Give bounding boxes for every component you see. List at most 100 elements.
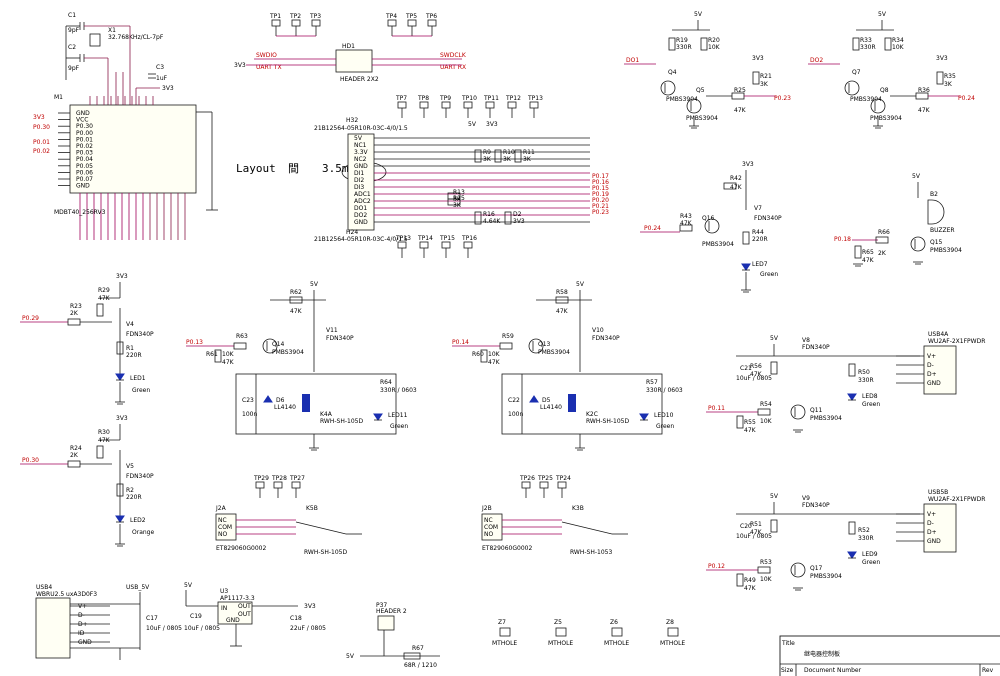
do-rtop-a-ref-1: R33 xyxy=(860,37,872,44)
led7-r1 xyxy=(723,182,737,190)
reg-cin-ref: C19 xyxy=(190,613,202,620)
relay-cap-ref-1: C22 xyxy=(508,397,520,404)
ledb-rp-ref-1: R30 xyxy=(98,429,110,436)
conn-res-1 xyxy=(494,149,502,163)
relay-tp-1-1-pad xyxy=(539,481,549,489)
do-q-part-1: PMBS3904 xyxy=(850,96,882,103)
tp-tp2-label: TP2 xyxy=(289,13,301,20)
conn-pin-2: 3.3V xyxy=(354,149,369,156)
relay-k2-part-0: RWH-SH-105D xyxy=(304,549,347,556)
buzzer-r2-val: 47K xyxy=(862,257,875,264)
conn-tp-bot-1-label: TP14 xyxy=(417,235,433,242)
usbo-rd-1 xyxy=(736,573,744,587)
title-block: Title 继电器控制板 Size Document Number Rev xyxy=(779,635,1000,676)
relay-tp-1-0-pad xyxy=(521,481,531,489)
conn-pin-12: GND xyxy=(354,219,368,226)
mcu-part: MDBT40_256RV3 xyxy=(54,209,106,216)
usbo-rd-ref-0: R55 xyxy=(744,419,756,426)
conn-pin-10: DO1 xyxy=(354,205,367,212)
do-rser-ref-0: R25 xyxy=(734,87,746,94)
mcu-pin-11: GND xyxy=(76,183,90,190)
header1-net-swdio: SWDIO xyxy=(256,52,277,59)
size-label: Size xyxy=(781,667,794,674)
usbo-rd-ref-1: R49 xyxy=(744,577,756,584)
usbo-fet-ref-0: V8 xyxy=(802,337,810,344)
relay-tp-1-2-pad xyxy=(557,481,567,489)
usbo-q-ref-1: Q17 xyxy=(810,565,823,572)
conn-tp-bot-3-label: TP16 xyxy=(461,235,477,242)
relay-led-ref-1: LED10 xyxy=(654,412,674,419)
usbo-q-0 xyxy=(790,404,806,420)
usbo-rd-0 xyxy=(736,415,744,429)
header2-section: P37 HEADER 2 5V R67 68R / 1210 xyxy=(346,602,440,669)
docnum-label: Document Number xyxy=(804,667,862,674)
led7-fet-part: FDN340P xyxy=(754,215,782,222)
mcu-pin-1: VCC xyxy=(76,117,88,124)
relay-tp-0-0-label: TP29 xyxy=(253,475,269,482)
usbo-rd-val-1: 47K xyxy=(744,585,757,592)
usbo-rb-val-0: 10K xyxy=(760,418,773,425)
usbo-cap-val-0: 10uF / 0805 xyxy=(736,375,772,382)
do-net-1: DO2 xyxy=(810,57,823,64)
relay-k-part-1: RWH-SH-105D xyxy=(586,418,629,425)
conn-res-6 xyxy=(504,211,512,225)
conn-res-4 xyxy=(447,198,461,206)
relay-j-pin-1-1: COM xyxy=(484,524,498,531)
conn-res-val-0: 3K xyxy=(483,156,492,163)
do-rtop-a-val-0: 330R xyxy=(676,44,692,51)
led-blocks: 3V3R2947KP0.29R232KV4FDN340PR1220RLED1Gr… xyxy=(20,273,154,547)
mount-body-2 xyxy=(611,627,623,637)
layout-note-value: 3.5m xyxy=(322,162,349,175)
header1-ref: HD1 xyxy=(342,43,355,50)
led7-r2-ref: R43 xyxy=(680,213,692,220)
relay-tp-0-1-label: TP28 xyxy=(271,475,287,482)
tp-tp1-label: TP1 xyxy=(269,13,281,20)
header1-net-uartrx: UART RX xyxy=(440,64,466,71)
usbo-rled-0 xyxy=(848,363,856,377)
relay-net-0: P0.13 xyxy=(186,339,203,346)
conn-tp-top-6-label: TP13 xyxy=(527,95,543,102)
do-out-0: P0.23 xyxy=(774,95,791,102)
mcu-net-p001: P0.01 xyxy=(33,139,50,146)
cap-c3-ref: C3 xyxy=(156,64,164,71)
conn-res-val-2: 3K xyxy=(523,156,532,163)
usbo-net-1: P0.12 xyxy=(708,563,725,570)
relay-diode-0 xyxy=(263,395,273,403)
mount-body-1 xyxy=(555,627,567,637)
led7-q-ref: Q16 xyxy=(702,215,715,222)
ledb-r-val-1: 220R xyxy=(126,494,142,501)
do-5v-1: 5V xyxy=(878,11,887,18)
conn-res-5 xyxy=(474,211,482,225)
relay-rb-ref-0: R63 xyxy=(236,333,248,340)
relay-rp-1 xyxy=(555,296,569,304)
do-rout-ref-0: R21 xyxy=(760,73,772,80)
relay-j-pin-1-2: NO xyxy=(484,531,493,538)
conn-res-ref-6: D2 xyxy=(513,211,522,218)
buzzer-r2 xyxy=(854,245,862,259)
led7-r3 xyxy=(742,231,750,245)
tp-tp5-label: TP5 xyxy=(405,13,417,20)
conn-tp-bot-2-pad xyxy=(441,241,451,249)
mount-part-1: MTHOLE xyxy=(548,640,573,647)
relay-j-pin-0-2: NO xyxy=(218,531,227,538)
mcu-chip-body xyxy=(69,104,197,194)
usbo-conn-pin-0-2: D+ xyxy=(927,371,937,378)
conn-tp-top-5-pad xyxy=(507,101,517,109)
do-rtop-a-ref-0: R19 xyxy=(676,37,688,44)
led7-r1-val: 47K xyxy=(730,184,743,191)
do-5v-0: 5V xyxy=(694,11,703,18)
do-q2-0 xyxy=(686,98,702,114)
usbo-led-0 xyxy=(847,393,857,401)
usbo-conn-body-0 xyxy=(923,345,957,395)
do-q2-ref-0: Q5 xyxy=(696,87,705,94)
mcu-pin-9: P0.06 xyxy=(76,169,93,176)
do-rout-ref-1: R35 xyxy=(944,73,956,80)
relay-tp-1-0-label: TP26 xyxy=(519,475,535,482)
conn-res-0 xyxy=(474,149,482,163)
ledb-rg-val-0: 2K xyxy=(70,310,79,317)
do-q2-ref-1: Q8 xyxy=(880,87,889,94)
